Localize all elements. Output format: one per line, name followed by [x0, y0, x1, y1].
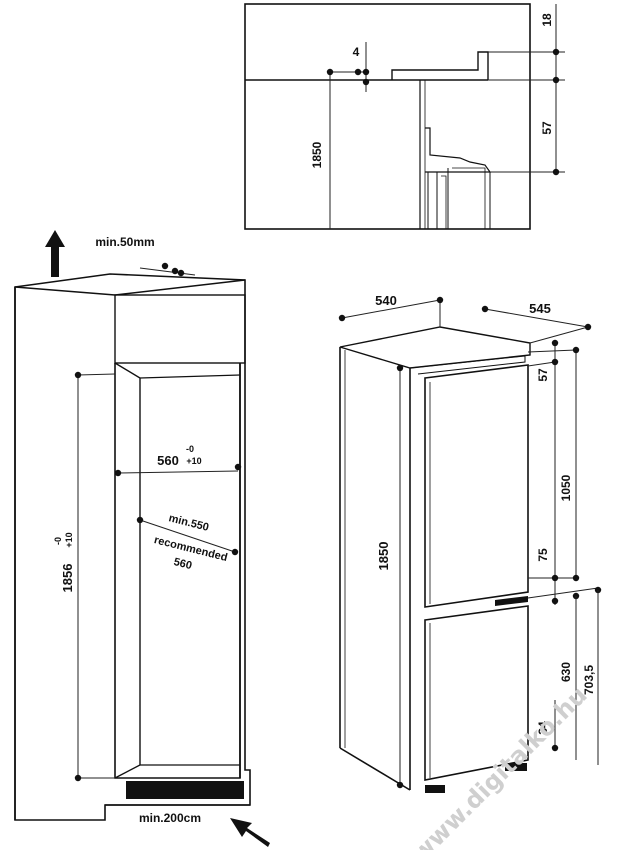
appliance-dim-7035: 703,5	[582, 665, 596, 695]
niche-view: min.50mm 560 -0 +10 min.550 recommended …	[14, 230, 270, 847]
appliance-dim-1050: 1050	[559, 474, 573, 501]
detail-door	[427, 168, 491, 229]
detail-door-detail	[441, 167, 486, 229]
appliance-dim-57: 57	[536, 368, 550, 382]
niche-width-dimline	[117, 470, 239, 474]
appliance-width: 540	[375, 293, 397, 308]
appliance-width-dimline	[341, 299, 441, 319]
niche-depth-dimline	[139, 519, 236, 553]
appliance-dim-34: 34	[536, 721, 550, 735]
niche-height-tol-lower: +10	[64, 532, 74, 547]
airflow-up-arrow	[45, 230, 65, 277]
niche-height: 1856	[60, 564, 75, 593]
niche-height-tol-upper: -0	[53, 537, 63, 545]
airflow-in-arrow	[230, 818, 270, 847]
detail-bracket	[425, 127, 492, 173]
niche-width-tol-upper: -0	[186, 444, 194, 454]
detail-top-profile	[391, 51, 489, 80]
top-gap-dimline	[139, 267, 196, 276]
appliance-dim-75: 75	[536, 548, 550, 562]
min-bottom-vent-label: min.200cm	[139, 811, 201, 825]
appliance-foot-right	[505, 763, 527, 771]
detail-dim-57: 57	[540, 121, 554, 135]
niche-opening	[114, 363, 241, 779]
niche-width-tol-lower: +10	[186, 456, 201, 466]
detail-dim-4: 4	[353, 45, 360, 59]
top-detail-view: 18 4 1850 57	[244, 3, 565, 230]
cabinet-top-box	[114, 294, 246, 364]
detail-dim-1850: 1850	[310, 141, 324, 168]
niche-recommended-value: 560	[172, 556, 193, 572]
appliance-body	[339, 326, 531, 369]
appliance-upper-door	[424, 364, 529, 608]
detail-frame	[244, 3, 531, 230]
watermark: www.digitalko.hu	[406, 681, 593, 850]
appliance-lower-door	[424, 605, 529, 781]
niche-min-depth: min.550	[167, 512, 210, 534]
appliance-dim-630: 630	[559, 662, 573, 682]
appliance-foot-left	[425, 785, 445, 793]
niche-width: 560	[157, 453, 179, 468]
appliance-height: 1850	[376, 542, 391, 571]
plinth-vent	[126, 781, 244, 799]
appliance-view: 540 545 1850 57 1050 75 630	[338, 293, 602, 793]
appliance-depth-dimline	[484, 308, 589, 328]
min-top-gap-label: min.50mm	[95, 235, 154, 249]
appliance-depth: 545	[529, 301, 551, 316]
cabinet-outline	[14, 273, 251, 821]
detail-dim-18: 18	[540, 13, 554, 27]
